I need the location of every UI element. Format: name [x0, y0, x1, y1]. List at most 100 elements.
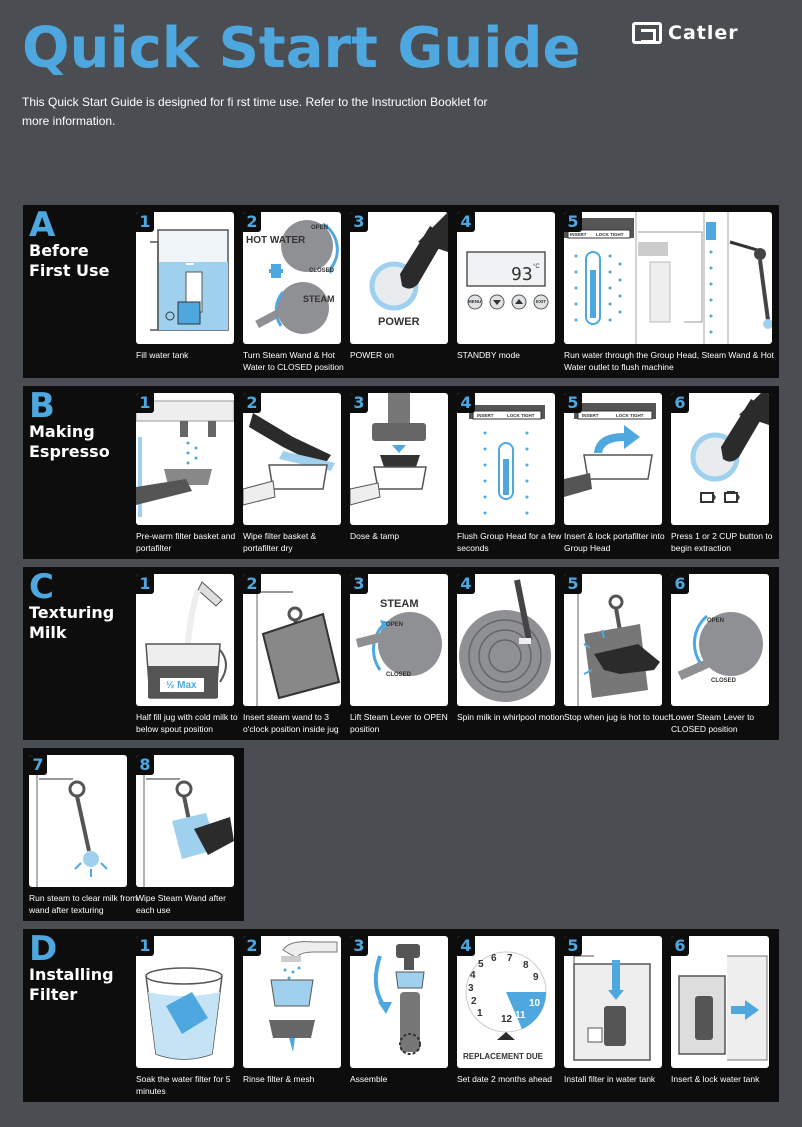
step-assemble-filter: 3 — [350, 936, 448, 1068]
steam-clear-icon — [36, 755, 108, 887]
step-run-steam-clear: 7 — [29, 755, 127, 887]
brand-name: Catler — [668, 22, 739, 44]
step-number: 5 — [564, 212, 582, 232]
step-number: 1 — [136, 393, 154, 413]
section-title: Texturing Milk — [29, 603, 115, 642]
step-insert-water-tank: 6 — [671, 936, 769, 1068]
step-dose-tamp: 3 — [350, 393, 448, 525]
section-texturing-milk-continued: 7 Run steam to clear milk from wand afte… — [23, 748, 244, 921]
label-power: POWER — [378, 316, 420, 328]
label-half-max: ½ Max — [166, 680, 197, 691]
step-fill-water-tank: 1 — [136, 212, 234, 344]
section-making-espresso: B Making Espresso 1 Pre-warm filter bask… — [23, 386, 779, 559]
display-panel-icon — [466, 251, 549, 310]
step-caption: Assemble — [350, 1074, 388, 1084]
step-caption: POWER on — [350, 350, 394, 360]
label-steam: STEAM — [303, 294, 335, 304]
dial-number: 9 — [533, 972, 539, 983]
section-installing-filter: D Installing Filter 1 Soak the water fil… — [23, 929, 779, 1102]
step-number: 1 — [136, 212, 154, 232]
step-flush-machine: 5 INSERT LOCK — [564, 212, 772, 344]
step-fill-jug: 1 ½ Max — [136, 574, 234, 706]
step-number: 3 — [350, 936, 368, 956]
section-letter: C — [29, 567, 54, 607]
steam-lever-closed-icon — [677, 612, 763, 680]
insert-tank-icon — [678, 955, 768, 1061]
tamper-icon — [350, 393, 427, 506]
step-number: 5 — [564, 936, 582, 956]
step-number: 2 — [243, 574, 261, 594]
step-caption: Pre-warm filter basket and portafilter — [136, 531, 236, 553]
label-insert: INSERT — [477, 413, 494, 418]
date-dial-icon — [465, 951, 547, 1040]
step-number: 3 — [350, 574, 368, 594]
whirlpool-icon — [459, 579, 551, 702]
display-unit: °C — [533, 264, 540, 270]
step-set-date: 4 1 2 3 4 5 6 7 8 9 10 11 12 REPLACEMENT… — [457, 936, 555, 1068]
label-hot-water: HOT WATER — [246, 235, 306, 246]
group-head-flush-icon — [469, 405, 545, 515]
step-caption: Soak the water filter for 5 minutes — [136, 1074, 231, 1096]
dial-number: 7 — [507, 953, 513, 964]
label-closed: CLOSED — [386, 672, 412, 678]
section-title: Installing Filter — [29, 965, 114, 1004]
section-letter: B — [29, 386, 55, 426]
power-button-icon — [369, 212, 448, 311]
page-title: Quick Start Guide — [22, 16, 581, 81]
water-tank-icon — [150, 229, 229, 331]
dial-number: 3 — [468, 983, 474, 994]
dial-number: 6 — [491, 953, 497, 964]
step-number: 1 — [136, 936, 154, 956]
step-wipe-basket: 2 — [243, 393, 341, 525]
rinse-filter-icon — [269, 941, 338, 1052]
step-press-cup-button: 6 — [671, 393, 769, 525]
step-number: 3 — [350, 212, 368, 232]
step-number: 4 — [457, 574, 475, 594]
catler-logo-icon — [632, 22, 662, 44]
soak-filter-icon — [145, 967, 223, 1060]
section-title: Before First Use — [29, 241, 110, 280]
steam-dial-icon — [255, 220, 339, 334]
dial-number: 10 — [529, 998, 541, 1009]
step-number: 6 — [671, 936, 689, 956]
step-rinse-filter: 2 — [243, 936, 341, 1068]
step-number: 8 — [136, 755, 154, 775]
step-number: 2 — [243, 393, 261, 413]
step-spin-milk: 4 — [457, 574, 555, 706]
menu-button-label: MENU — [468, 299, 482, 304]
label-insert: INSERT — [582, 413, 599, 418]
step-caption: Press 1 or 2 CUP button to begin extract… — [671, 531, 773, 553]
label-insert: INSERT — [570, 232, 587, 237]
step-number: 5 — [564, 574, 582, 594]
label-lock-tight: LOCK TIGHT — [596, 232, 624, 237]
step-flush-group-head: 4 INSERT LOCK TIGHT — [457, 393, 555, 525]
step-number: 6 — [671, 393, 689, 413]
label-closed: CLOSED — [309, 268, 335, 274]
label-replacement-due: REPLACEMENT DUE — [463, 1052, 544, 1061]
step-standby-mode: 4 93 °C MENU EXIT — [457, 212, 555, 344]
step-wipe-steam-wand: 8 — [136, 755, 234, 887]
dial-number: 4 — [470, 970, 476, 981]
label-open: OPEN — [707, 618, 725, 624]
step-caption: Wipe Steam Wand after each use — [136, 893, 226, 915]
step-caption: Lower Steam Lever to CLOSED position — [671, 712, 755, 734]
label-open: OPEN — [386, 622, 404, 628]
section-texturing-milk: C Texturing Milk 1 ½ Max Half fill jug w… — [23, 567, 779, 740]
milk-jug-icon — [145, 581, 227, 699]
step-close-steam-hot-water: 2 HOT WATER STEAM OPEN CLOSED — [243, 212, 341, 344]
step-caption: Turn Steam Wand & Hot Water to CLOSED po… — [243, 350, 344, 372]
label-closed: CLOSED — [711, 678, 737, 684]
section-letter: D — [29, 929, 58, 969]
step-number: 6 — [671, 574, 689, 594]
step-caption: STANDBY mode — [457, 350, 520, 360]
label-open: OPEN — [311, 225, 329, 231]
step-caption: Wipe filter basket & portafilter dry — [243, 531, 317, 553]
brand-logo: Catler — [632, 22, 739, 44]
step-stop-when-hot: 5 — [564, 574, 662, 706]
wipe-basket-icon — [243, 413, 335, 506]
lock-portafilter-icon — [564, 403, 656, 497]
step-caption: Fill water tank — [136, 350, 189, 360]
step-caption: Insert & lock portafilter into Group Hea… — [564, 531, 665, 553]
dial-number: 2 — [471, 996, 477, 1007]
step-lower-steam-lever: 6 OPEN CLOSED — [671, 574, 769, 706]
